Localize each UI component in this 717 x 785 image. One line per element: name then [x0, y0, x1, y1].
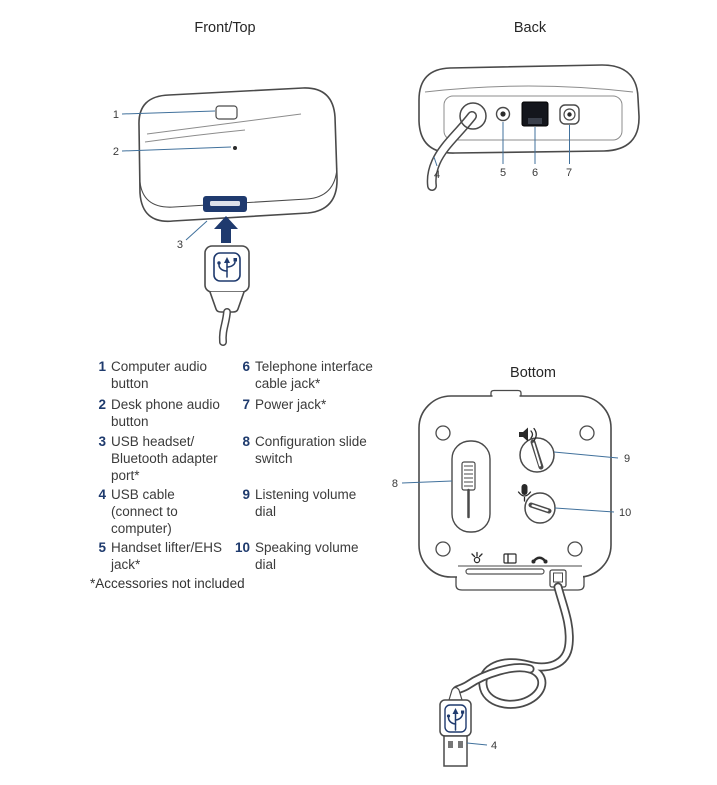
legend-item-6: 6 Telephone interface cable jack*	[232, 358, 373, 392]
callout-number-7: 7	[566, 167, 572, 179]
front-top-title: Front/Top	[194, 20, 256, 36]
legend-item-5: 5 Handset lifter/EHS jack*	[90, 539, 222, 573]
power-jack	[559, 104, 580, 125]
legend-label: USB headset/ Bluetooth adapter port*	[111, 434, 218, 483]
legend-label: Power jack*	[255, 397, 327, 412]
back-top-edge	[424, 85, 634, 93]
legend-item-3: 3 USB headset/ Bluetooth adapter port*	[90, 433, 218, 484]
top-tab	[490, 389, 522, 396]
cable-slot	[465, 568, 545, 575]
legend-number: 8	[242, 434, 250, 449]
back-title: Back	[513, 20, 547, 36]
callout-line-3	[185, 220, 208, 241]
back-diagram: 4 5 6 7	[418, 64, 640, 191]
callout-line-10	[554, 507, 615, 513]
legend-label: USB cable (connect to computer)	[111, 487, 178, 536]
listening-volume-dial	[519, 437, 555, 473]
legend-number: 3	[98, 434, 106, 449]
legend-number: 5	[98, 540, 106, 555]
legend-item-7: 7 Power jack*	[232, 396, 326, 413]
back-port-panel	[443, 95, 623, 141]
legend-number: 9	[242, 487, 250, 502]
legend-number: 6	[242, 359, 250, 374]
bottom-title: Bottom	[510, 365, 556, 381]
legend-label: Handset lifter/EHS jack*	[111, 540, 223, 572]
usb-icon-plate	[444, 704, 467, 733]
speaking-volume-dial	[524, 492, 556, 524]
legend-number: 2	[98, 397, 106, 412]
legend-number: 1	[98, 359, 106, 374]
legend-item-1: 1 Computer audio button	[90, 358, 207, 392]
top-face-crease	[146, 113, 302, 135]
cable-exit-hole	[459, 102, 487, 130]
legend-label: Configuration slide switch	[255, 434, 367, 466]
callout-number-10: 10	[619, 507, 631, 519]
legend-label: Speaking volume dial	[255, 540, 359, 572]
legend-number: 7	[242, 397, 250, 412]
callout-number-4: 4	[434, 169, 440, 181]
usb-cable-coil	[451, 582, 574, 709]
telephone-interface-jack	[521, 101, 549, 127]
legend-item-4: 4 USB cable (connect to computer)	[90, 486, 178, 537]
callout-number-1: 1	[113, 109, 119, 121]
legend-item-9: 9 Listening volume dial	[232, 486, 356, 520]
configuration-slide-switch	[451, 440, 491, 533]
legend-item-2: 2 Desk phone audio button	[90, 396, 220, 430]
callout-number-9: 9	[624, 453, 630, 465]
usb-trident-icon	[446, 708, 465, 731]
usb-trident-icon	[217, 257, 237, 278]
callout-number-4b: 4	[491, 740, 497, 752]
legend-number: 4	[98, 487, 106, 502]
lifter-icon	[471, 551, 483, 564]
legend-label: Telephone interface cable jack*	[255, 359, 373, 391]
callout-number-5: 5	[500, 167, 506, 179]
insert-arrow-icon	[214, 216, 238, 243]
legend-label: Listening volume dial	[255, 487, 357, 519]
callout-line-4	[433, 156, 438, 167]
callout-number-2: 2	[113, 146, 119, 158]
callout-line-4b	[466, 742, 488, 746]
foot-top-left	[435, 425, 451, 441]
microphone-icon	[517, 484, 532, 502]
callout-line-1	[121, 110, 216, 115]
usb-connector-bottom	[439, 686, 472, 767]
foot-bottom-right	[567, 541, 583, 557]
callout-line-2	[121, 146, 232, 152]
callout-line-8	[401, 480, 453, 484]
legend-item-10: 10 Speaking volume dial	[232, 539, 359, 573]
callout-number-6: 6	[532, 167, 538, 179]
device-front-top-body	[138, 87, 338, 223]
legend-item-8: 8 Configuration slide switch	[232, 433, 367, 467]
legend-label: Computer audio button	[111, 359, 208, 391]
bottom-band	[455, 577, 585, 591]
front-top-diagram: 1 2 3	[113, 87, 338, 346]
callout-line-9	[553, 451, 619, 459]
computer-audio-button	[215, 105, 238, 120]
foot-bottom-left	[435, 541, 451, 557]
handset-icon	[531, 556, 548, 564]
speaker-icon	[519, 427, 537, 442]
usb-icon-plate	[213, 252, 241, 282]
bottom-diagram: 8 9 10 4	[392, 389, 631, 767]
handset-lifter-jack	[495, 106, 511, 122]
connector-metal-shell	[443, 735, 468, 767]
legend-number: 10	[234, 540, 250, 555]
connector-collar	[448, 686, 463, 701]
callout-number-8: 8	[392, 478, 398, 490]
usb-port-tongue	[210, 201, 240, 206]
desk-phone-audio-button	[233, 146, 237, 150]
card-icon	[503, 553, 517, 564]
top-face-crease-2	[144, 129, 246, 143]
usb-connector-front	[204, 245, 250, 346]
foot-top-right	[579, 425, 595, 441]
callout-number-3: 3	[177, 239, 183, 251]
legend-footnote: *Accessories not included	[90, 576, 245, 591]
legend-label: Desk phone audio button	[111, 397, 220, 429]
